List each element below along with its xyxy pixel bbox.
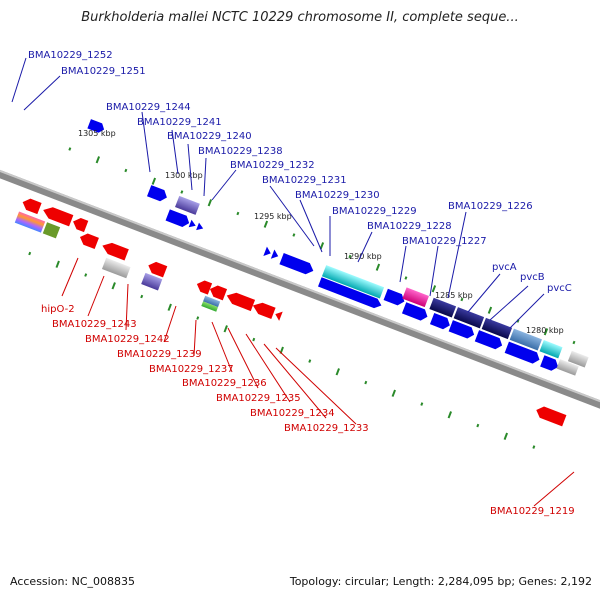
gene-label-pvca: pvcA [492, 262, 517, 273]
gene-label-bma10229-1251: BMA10229_1251 [61, 66, 146, 77]
kbp-label: 1295 kbp [254, 212, 292, 221]
gene-label-bma10229-1239: BMA10229_1239 [117, 349, 202, 360]
forward-gene [567, 350, 589, 368]
gene-label-bma10229-1235: BMA10229_1235 [216, 393, 301, 404]
forward-gene [263, 246, 271, 256]
kbp-label: 1290 kbp [344, 252, 382, 261]
chromosome-backbone [0, 165, 600, 417]
forward-gene [448, 320, 475, 339]
scale-ticks [28, 147, 576, 449]
reverse-gene [102, 242, 129, 261]
reverse-gene [141, 272, 163, 291]
reverse-gene [148, 261, 168, 278]
map-title: Burkholderia mallei NCTC 10229 chromosom… [81, 10, 519, 25]
reverse-gene [536, 406, 567, 427]
reverse-gene [14, 211, 46, 233]
gene-label-bma10229-1238: BMA10229_1238 [198, 146, 283, 157]
kbp-label: 1305 kbp [78, 129, 116, 138]
forward-gene [453, 307, 485, 329]
forward-gene [402, 287, 430, 308]
top-leader-lines [11, 57, 545, 329]
forward-gene [539, 340, 563, 359]
gene-label-bma10229-1219: BMA10229_1219 [490, 506, 575, 517]
gene-label-bma10229-1226: BMA10229_1226 [448, 201, 533, 212]
top-gene-labels: BMA10229_1252 BMA10229_1251 BMA10229_124… [28, 50, 572, 294]
accession-text: Accession: NC_008835 [10, 575, 136, 588]
gene-label-bma10229-1233: BMA10229_1233 [284, 423, 369, 434]
reverse-gene [226, 292, 256, 312]
reverse-gene [73, 218, 89, 233]
forward-gene [279, 253, 314, 275]
gene-label-bma10229-1229: BMA10229_1229 [332, 206, 417, 217]
forward-gene [429, 297, 457, 318]
forward-gene [504, 341, 540, 364]
forward-gene [474, 330, 503, 350]
gene-label-bma10229-1231: BMA10229_1231 [262, 175, 347, 186]
reverse-gene [42, 222, 61, 239]
gene-label-bma10229-1240: BMA10229_1240 [167, 131, 252, 142]
bottom-leader-lines [61, 257, 575, 507]
forward-gene [196, 222, 204, 231]
kbp-labels: 1305 kbp 1300 kbp 1295 kbp 1290 kbp 1285… [78, 129, 564, 335]
gene-label-bma10229-1236: BMA10229_1236 [182, 378, 267, 389]
forward-gene [540, 355, 559, 371]
gene-label-bma10229-1227: BMA10229_1227 [402, 236, 487, 247]
forward-gene [383, 288, 405, 306]
gene-label-bma10229-1232: BMA10229_1232 [230, 160, 315, 171]
reverse-gene [22, 198, 42, 215]
forward-gene [321, 265, 385, 299]
forward-gene [481, 317, 513, 340]
reverse-gene [275, 311, 283, 321]
forward-gene [556, 359, 579, 376]
gene-label-hipo-2: hipO-2 [41, 304, 75, 315]
gene-label-bma10229-1230: BMA10229_1230 [295, 190, 380, 201]
gene-features [14, 119, 589, 427]
gene-label-bma10229-1237: BMA10229_1237 [149, 364, 234, 375]
gene-label-bma10229-1244: BMA10229_1244 [106, 102, 191, 113]
bottom-gene-labels: hipO-2 BMA10229_1243 BMA10229_1242 BMA10… [41, 304, 575, 517]
forward-gene [429, 312, 450, 330]
forward-gene [270, 249, 279, 259]
reverse-gene [43, 207, 74, 227]
forward-gene [318, 277, 382, 309]
gene-label-pvcc: pvcC [547, 283, 572, 294]
forward-gene [401, 302, 428, 321]
reverse-gene [196, 280, 213, 295]
forward-gene [509, 328, 542, 351]
forward-gene [147, 185, 167, 202]
forward-gene [165, 209, 190, 227]
forward-gene [87, 119, 105, 133]
gene-label-pvcb: pvcB [520, 272, 545, 283]
kbp-label: 1285 kbp [435, 291, 473, 300]
forward-gene [188, 219, 196, 228]
gene-label-bma10229-1241: BMA10229_1241 [137, 117, 222, 128]
gene-label-bma10229-1228: BMA10229_1228 [367, 221, 452, 232]
reverse-gene [203, 295, 221, 308]
summary-text: Topology: circular; Length: 2,284,095 bp… [289, 575, 592, 588]
gene-label-bma10229-1243: BMA10229_1243 [52, 319, 137, 330]
reverse-gene [209, 285, 228, 301]
gene-label-bma10229-1242: BMA10229_1242 [85, 334, 170, 345]
reverse-gene [252, 302, 276, 319]
kbp-label: 1300 kbp [165, 171, 203, 180]
reverse-gene [201, 301, 219, 312]
forward-gene [175, 195, 200, 215]
reverse-gene [101, 257, 131, 279]
kbp-label: 1280 kbp [526, 326, 564, 335]
gene-label-bma10229-1252: BMA10229_1252 [28, 50, 113, 61]
reverse-gene [79, 233, 99, 250]
gene-label-bma10229-1234: BMA10229_1234 [250, 408, 335, 419]
